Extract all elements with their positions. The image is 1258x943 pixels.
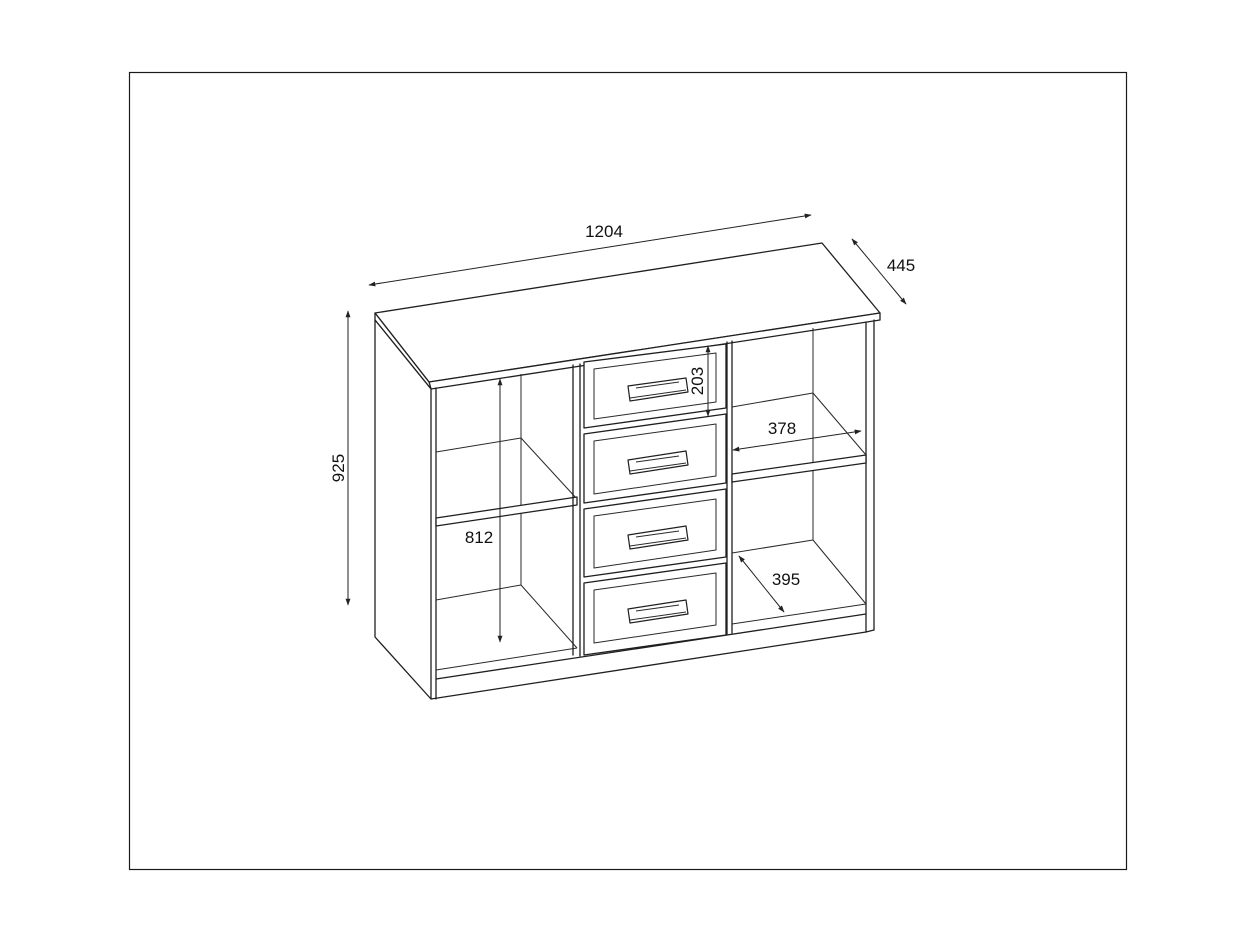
dimension-lines: 1204 445 925 812 203 378 395 — [329, 213, 915, 643]
shelf-depth-dimension-line — [738, 555, 785, 613]
depth-dimension-line — [851, 238, 907, 305]
left-compartment — [435, 374, 578, 671]
inner-height-label: 812 — [465, 528, 493, 547]
height-label: 925 — [329, 454, 348, 482]
drawer-height-label: 203 — [688, 367, 707, 395]
drawer-1 — [583, 343, 727, 429]
right-shelf — [731, 454, 867, 483]
plinth-line — [435, 613, 867, 680]
bottom-edge — [430, 631, 867, 700]
drawer-handle-icon — [627, 377, 689, 402]
left-shelf — [435, 496, 578, 527]
dresser — [374, 242, 881, 700]
drawers — [583, 343, 727, 656]
shelf-width-label: 378 — [768, 419, 796, 438]
drawer-3 — [583, 488, 727, 578]
width-dimension-line — [368, 213, 812, 287]
shelf-depth-label: 395 — [772, 570, 800, 589]
shelf-width-dimension-line — [732, 429, 862, 452]
drawing-frame — [128, 71, 1128, 871]
depth-label: 445 — [887, 256, 915, 275]
drawer-4 — [583, 562, 727, 656]
width-label: 1204 — [585, 222, 623, 241]
drawer-2 — [583, 413, 727, 504]
